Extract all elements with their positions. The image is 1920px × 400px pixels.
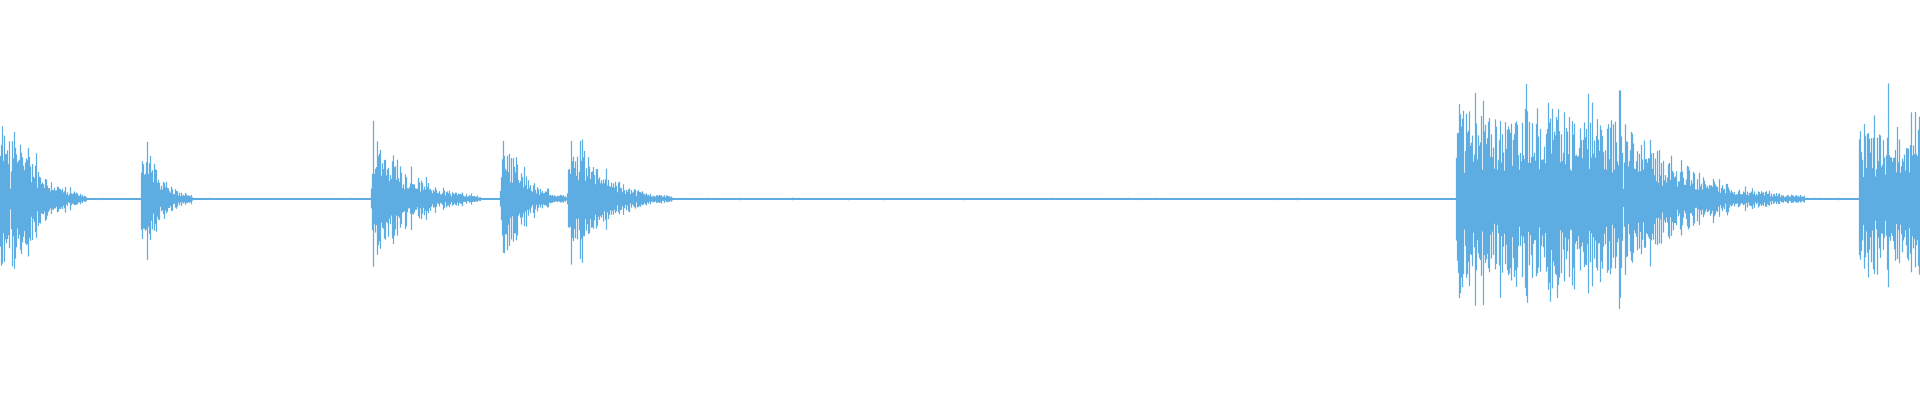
- waveform-samples: [0, 83, 1920, 309]
- waveform-path: [0, 83, 1920, 309]
